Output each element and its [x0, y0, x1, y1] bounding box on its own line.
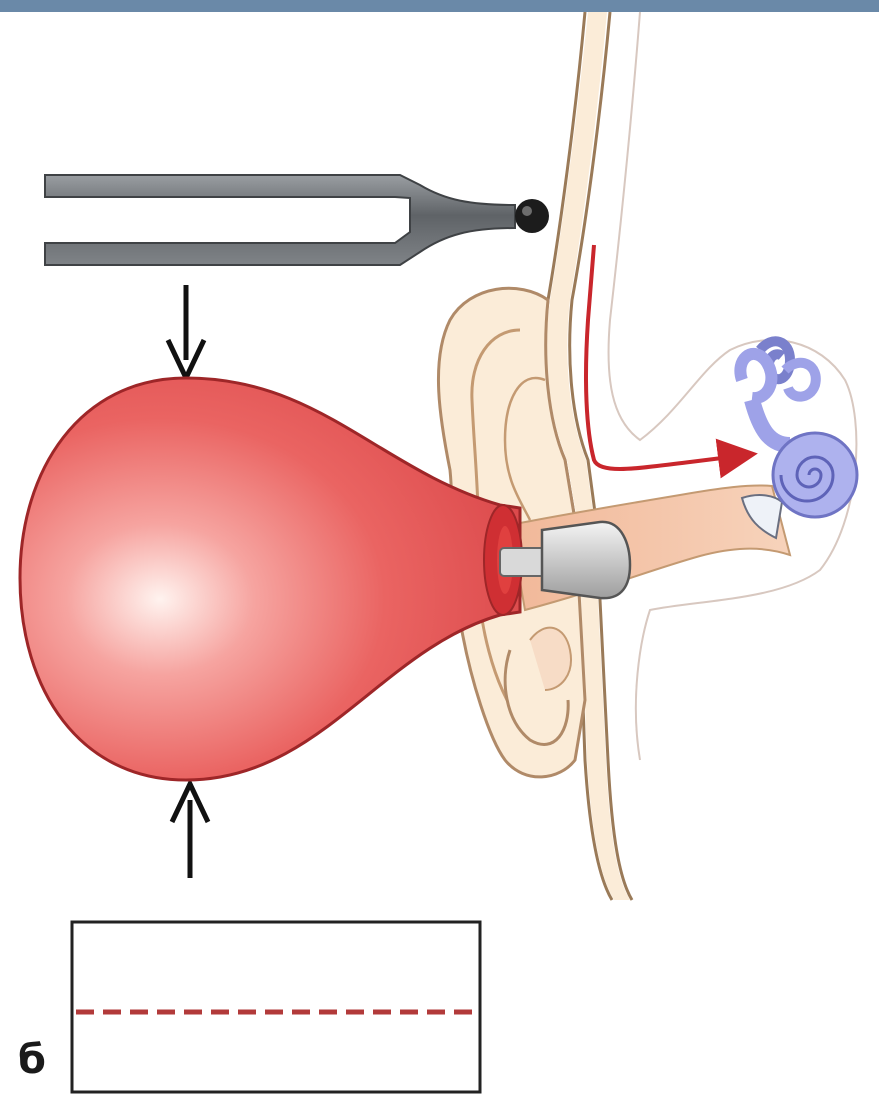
arrow-down-icon [168, 285, 204, 378]
tuning-fork-icon [45, 175, 549, 265]
pressure-graph [72, 922, 480, 1092]
panel-label: б [18, 1040, 46, 1080]
arrow-up-icon [172, 784, 208, 878]
